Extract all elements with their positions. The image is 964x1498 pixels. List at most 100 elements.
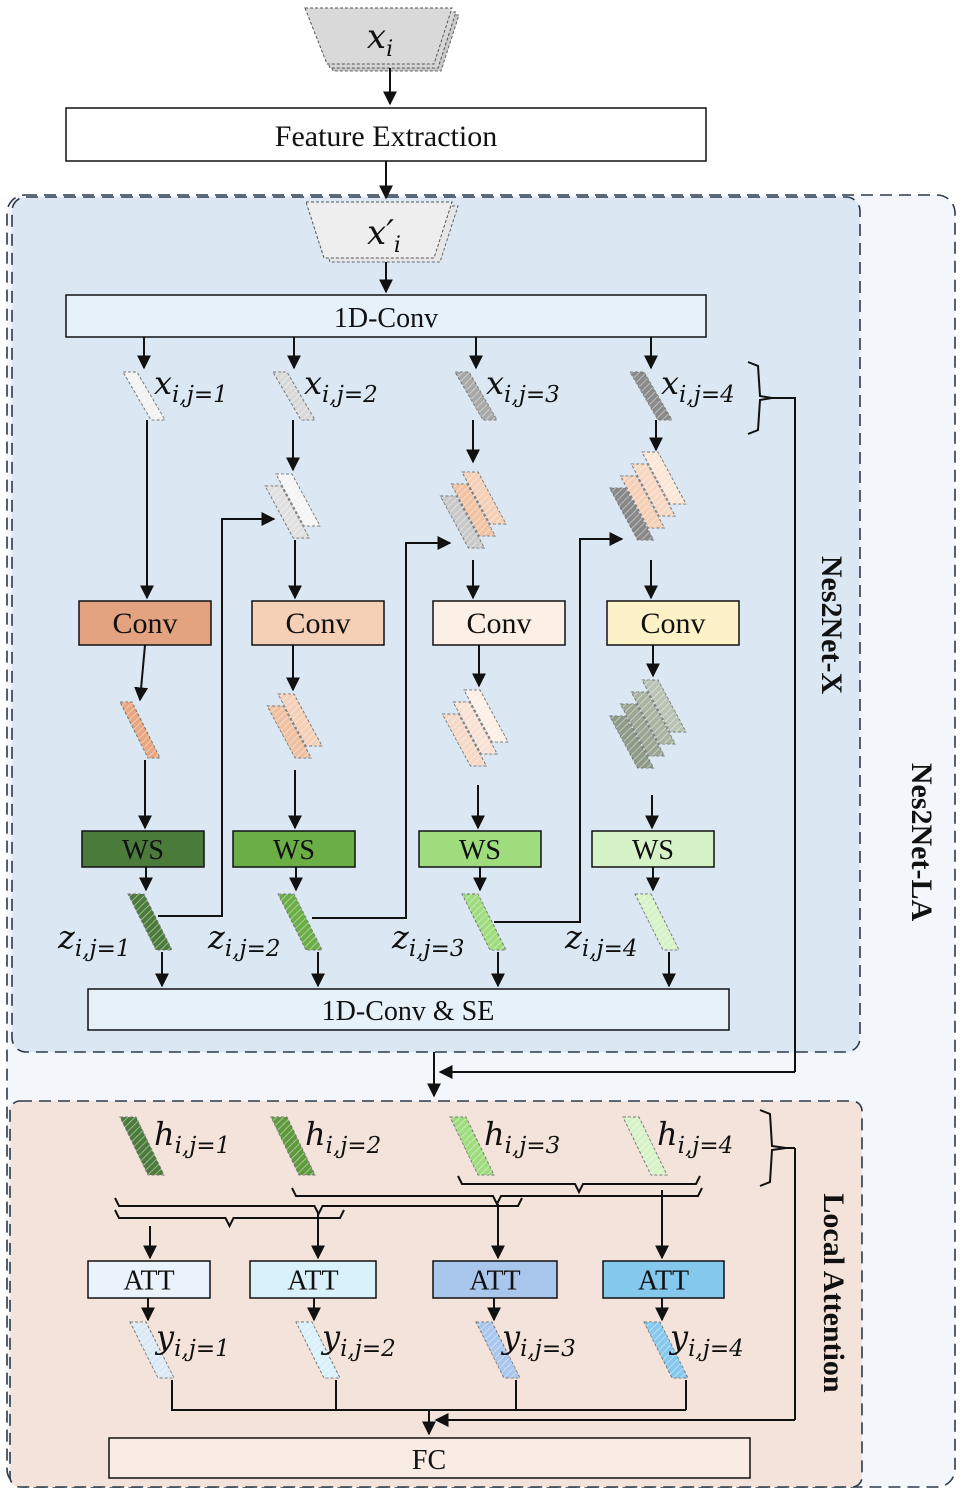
y-label-3: yi,j=3 — [500, 1318, 576, 1362]
y-label-2-sub: i,j=2 — [340, 1336, 396, 1362]
att-box-1-label: ATT — [123, 1266, 174, 1297]
z-label-1-base: z — [57, 918, 76, 956]
split-label-2-base: x — [304, 364, 322, 402]
y-label-4: yi,j=4 — [668, 1318, 744, 1362]
brace-group-left — [114, 1209, 345, 1229]
y-chip-1 — [129, 1321, 175, 1379]
h-label-2: hi,j=2 — [305, 1115, 381, 1159]
input-prime-node: x′i — [305, 201, 459, 263]
conv-box-2: Conv — [251, 600, 385, 646]
conv-out-4 — [608, 679, 687, 769]
concat-stack-4 — [608, 451, 687, 541]
att-box-2: ATT — [249, 1260, 377, 1299]
local-attention-label: Local Attention — [817, 1193, 850, 1392]
h-label-2-sub: i,j=2 — [326, 1133, 382, 1159]
h-label-3-sub: i,j=3 — [505, 1133, 561, 1159]
fc-block: FC — [108, 1437, 751, 1479]
concat-stack-3 — [439, 471, 507, 549]
feature-extraction-label: Feature Extraction — [275, 120, 497, 153]
input-prime-label: x′ — [367, 213, 394, 253]
h-label-1-base: h — [154, 1115, 175, 1153]
h-label-1: hi,j=1 — [154, 1115, 230, 1159]
h-label-3-base: h — [484, 1115, 505, 1153]
y-chip-4 — [643, 1321, 689, 1379]
att-box-3: ATT — [432, 1260, 558, 1299]
arrow-conv1-out — [134, 644, 149, 702]
nes2net-la-label: Nes2Net-LA — [905, 763, 938, 922]
z-label-4-base: z — [564, 918, 583, 956]
split-chip-4 — [629, 371, 673, 421]
input-label: x — [367, 17, 386, 57]
y-label-1-sub: i,j=1 — [174, 1336, 230, 1362]
att-box-4: ATT — [602, 1260, 725, 1299]
z-label-4-sub: i,j=4 — [582, 936, 638, 962]
nes2net-x-label: Nes2Net-X — [815, 556, 848, 695]
svg-text:xi: xi — [367, 17, 393, 62]
conv-box-1: Conv — [78, 600, 212, 646]
split-label-1-base: x — [154, 364, 172, 402]
conv-out-1 — [119, 701, 161, 759]
conv-se-label: 1D-Conv & SE — [322, 996, 495, 1027]
split-label-2-sub: i,j=2 — [322, 382, 378, 408]
att-box-4-label: ATT — [638, 1266, 689, 1297]
fc-label: FC — [412, 1445, 446, 1476]
h-label-4-base: h — [657, 1115, 678, 1153]
brace-group-top — [457, 1175, 701, 1195]
split-label-4-sub: i,j=4 — [679, 382, 735, 408]
split-label-4: xi,j=4 — [661, 364, 735, 408]
att-box-2-label: ATT — [287, 1266, 338, 1297]
z-label-3-base: z — [391, 918, 410, 956]
conv-se-block: 1D-Conv & SE — [87, 988, 730, 1031]
conv-box-3: Conv — [432, 600, 566, 646]
z-label-3-sub: i,j=3 — [409, 936, 465, 962]
h-label-4-sub: i,j=4 — [678, 1133, 734, 1159]
conv-box-2-label: Conv — [285, 607, 350, 640]
ws-box-1-label: WS — [122, 835, 164, 866]
merge-y-line — [171, 1380, 686, 1411]
split-label-1: xi,j=1 — [154, 364, 228, 408]
conv-box-4: Conv — [606, 600, 740, 646]
connect-z2-to-stack3 — [312, 536, 452, 919]
h-label-4: hi,j=4 — [657, 1115, 733, 1159]
y-label-1-base: y — [154, 1318, 175, 1356]
z-chip-2 — [277, 893, 323, 951]
split-label-3-sub: i,j=3 — [504, 382, 560, 408]
z-chip-4 — [634, 893, 680, 951]
conv1d-label: 1D-Conv — [334, 303, 438, 334]
y-label-3-sub: i,j=3 — [520, 1336, 576, 1362]
h-chip-1 — [119, 1116, 165, 1176]
y-label-2-base: y — [320, 1318, 341, 1356]
concat-stack-2 — [264, 473, 321, 539]
input-node: xi — [304, 7, 460, 72]
y-label-4-base: y — [668, 1318, 689, 1356]
h-chip-3 — [449, 1116, 495, 1176]
split-label-3-base: x — [486, 364, 504, 402]
h-chip-4 — [622, 1116, 668, 1176]
y-label-3-base: y — [500, 1318, 521, 1356]
connect-z1-to-stack2 — [158, 512, 276, 917]
z-label-1: zi,j=1 — [57, 918, 131, 962]
z-label-2-sub: i,j=2 — [225, 936, 281, 962]
split-label-1-sub: i,j=1 — [172, 382, 228, 408]
conv-out-3 — [441, 689, 509, 767]
split-chip-3 — [454, 371, 498, 421]
conv-out-2 — [266, 693, 323, 759]
ws-box-1: WS — [81, 830, 205, 868]
y-label-2: yi,j=2 — [320, 1318, 396, 1362]
split-label-3: xi,j=3 — [486, 364, 560, 408]
att-box-1: ATT — [87, 1260, 211, 1299]
y-chip-2 — [295, 1321, 341, 1379]
z-label-3: zi,j=3 — [391, 918, 465, 962]
y-label-4-sub: i,j=4 — [688, 1336, 744, 1362]
y-chip-3 — [475, 1321, 521, 1379]
feature-extraction-block: Feature Extraction — [65, 107, 707, 162]
z-chip-3 — [461, 893, 507, 951]
split-label-4-base: x — [661, 364, 679, 402]
input-prime-sub: i — [394, 233, 401, 258]
h-label-1-sub: i,j=1 — [175, 1133, 231, 1159]
conv-box-1-label: Conv — [112, 607, 177, 640]
ws-box-4-label: WS — [632, 835, 674, 866]
connect-z3-to-stack4 — [494, 532, 624, 923]
